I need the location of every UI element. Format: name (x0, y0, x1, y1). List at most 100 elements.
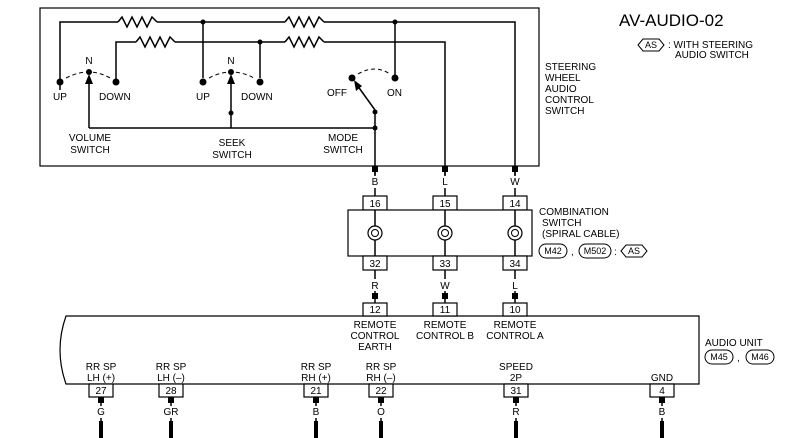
pin-number: 31 (510, 386, 522, 397)
mode-off-contact (348, 74, 356, 82)
wire-color-label: R (512, 407, 519, 418)
mode-on-contact (391, 74, 399, 82)
steering-switch-box (39, 7, 540, 167)
pin-box (432, 302, 458, 317)
terminal-block (378, 397, 384, 403)
spiral-cable-inner (441, 229, 449, 237)
resistor-3 (284, 15, 325, 29)
output-28: RR SP LH (–) 28 GR (156, 362, 187, 438)
wire-color-label: L (442, 177, 448, 188)
terminal-block (512, 166, 518, 172)
legend-line-2: AUDIO SWITCH (675, 50, 749, 61)
second-wire-right (324, 41, 446, 175)
output-22: RR SP RH (–) 22 O (366, 362, 397, 438)
pin-number: 33 (439, 259, 451, 270)
seek-up-label: UP (196, 92, 210, 103)
connector-code: M45 (710, 352, 728, 362)
spiral-cable-inner (511, 229, 519, 237)
pin-number: 12 (369, 305, 381, 316)
seek-throw-arc (208, 71, 255, 79)
spiral-cable-icon (437, 225, 453, 241)
steering-wheel-switch: N UP DOWN VOLUME SWITCH N UP DOWN SEEK S… (39, 7, 596, 175)
terminal-block (372, 166, 378, 172)
diagram-title: AV-AUDIO-02 (619, 11, 724, 30)
wire-color-label: B (313, 407, 320, 418)
pin-number: 27 (95, 386, 107, 397)
pin-label-1: RR SP (301, 362, 332, 373)
spiral-cable-icon (507, 225, 523, 241)
remote-earth-label-1: REMOTE (354, 320, 397, 331)
wire-color-bg (369, 176, 381, 188)
volume-neutral-label: N (85, 56, 92, 67)
wire-color-bg (162, 406, 180, 418)
output-31: SPEED 2P 31 R (499, 362, 533, 438)
connector-separator: , (737, 353, 740, 364)
combination-switch-name-1: COMBINATION (539, 207, 609, 218)
wire-color-bg (509, 176, 521, 188)
thick-wire (314, 421, 318, 438)
pin-number: 10 (509, 305, 521, 316)
wire-color-bg (510, 406, 522, 418)
wire-color-label: B (372, 177, 379, 188)
spiral-cable-inner (371, 229, 379, 237)
wire-color-bg (509, 279, 521, 291)
audio-unit-name: AUDIO UNIT (705, 338, 763, 349)
pin-label-1: RR SP (86, 362, 117, 373)
steering-switch-name-4: CONTROL (545, 95, 594, 106)
remote-b-label-1: REMOTE (424, 320, 467, 331)
remote-a-label-1: REMOTE (494, 320, 537, 331)
seek-down-contact (256, 78, 264, 86)
volume-throw-arc (65, 71, 111, 79)
pin-number: 15 (439, 199, 451, 210)
pin-box (502, 302, 528, 317)
pin-label-2: RH (–) (366, 373, 395, 384)
pin-label-2: LH (–) (157, 373, 185, 384)
pin-number: 28 (165, 386, 177, 397)
remote-earth-label-2: CONTROL (351, 331, 400, 342)
volume-down-contact (112, 78, 120, 86)
wire-color-label: L (512, 281, 518, 292)
wire-color-label: G (97, 407, 105, 418)
pin-number: 11 (440, 305, 451, 316)
pin-number: 14 (509, 199, 521, 210)
combination-switch: 16 15 14 32 33 34 COMBINATION SWITCH (SP… (347, 195, 648, 271)
wire-color-bg (310, 406, 322, 418)
wire-color-label: B (659, 407, 666, 418)
connector-badge (704, 349, 734, 365)
output-4: GND 4 B (649, 373, 675, 438)
mode-switch-label-2: SWITCH (323, 145, 362, 156)
thick-wire (660, 421, 664, 438)
pin-number: 34 (509, 259, 521, 270)
top-wire-left (59, 21, 118, 90)
spiral-cable-icon (367, 225, 383, 241)
remote-earth-label-3: EARTH (358, 342, 392, 353)
pin-label-1: RR SP (156, 362, 187, 373)
volume-up-label: UP (53, 92, 67, 103)
terminal-block (168, 397, 174, 403)
connector-code: M502 (584, 246, 607, 256)
terminal-block (98, 397, 104, 403)
as-tag-shape (620, 244, 648, 258)
resistor-2 (135, 35, 176, 49)
mode-off-label: OFF (327, 88, 347, 99)
wire-color-bg (439, 176, 451, 188)
thick-wire (514, 421, 518, 438)
pin-label-1: GND (651, 373, 673, 384)
remote-b-label-2: CONTROL B (416, 331, 474, 342)
connector-separator: , (571, 247, 574, 258)
volume-switch-label-1: VOLUME (69, 133, 112, 144)
pin-number: 16 (369, 199, 381, 210)
connector-badge (538, 243, 568, 259)
terminal-block (442, 293, 448, 299)
legend-tag-shape (637, 38, 665, 52)
audio-unit: 12 11 10 REMOTE CONTROL EARTH REMOTE CON… (59, 302, 775, 438)
wire-color-bg (439, 279, 451, 291)
pin-label-2: 2P (510, 373, 523, 384)
connector-colon: : (614, 247, 617, 258)
as-tag: AS (628, 246, 640, 256)
audio-unit-body (59, 315, 700, 385)
mode-switch-label-1: MODE (328, 133, 358, 144)
terminal-block (512, 293, 518, 299)
seek-switch-label-2: SWITCH (212, 150, 251, 161)
